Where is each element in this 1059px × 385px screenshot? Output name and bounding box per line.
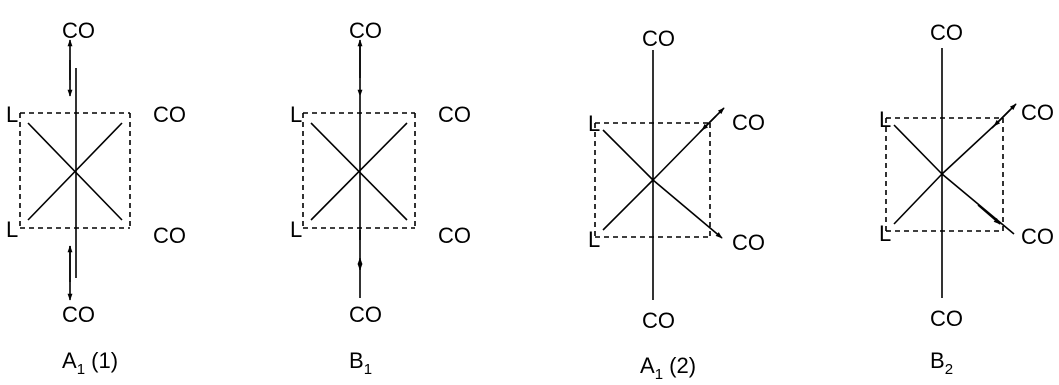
co-label: CO (438, 102, 471, 127)
co-label: CO (153, 102, 186, 127)
co-label: CO (930, 306, 963, 331)
co-label: CO (642, 308, 675, 333)
co-label: CO (349, 302, 382, 327)
mode-panel-a1-1: CO CO CO CO L L A1 (1) (6, 18, 186, 378)
diagonal-bond (602, 179, 654, 231)
mode-caption: B2 (930, 348, 953, 378)
co-label: CO (1021, 224, 1054, 249)
co-label: CO (732, 230, 765, 255)
l-label: L (6, 217, 18, 242)
vibration-arrow-in (701, 115, 717, 131)
diagonal-bond (27, 122, 123, 221)
vibration-arrow-out (652, 179, 723, 239)
mode-caption: B1 (349, 348, 372, 378)
co-label: CO (153, 223, 186, 248)
equatorial-bond (941, 121, 999, 175)
mode-panel-b1: CO CO CO CO L L B1 (290, 18, 471, 378)
co-label: CO (62, 302, 95, 327)
mode-caption: A1 (2) (640, 353, 696, 383)
l-label: L (290, 217, 302, 242)
l-label: L (588, 227, 600, 252)
equatorial-bond (652, 127, 705, 181)
diagonal-bond (602, 129, 654, 181)
l-label: L (879, 221, 891, 246)
diagonal-bond (893, 124, 943, 175)
co-label: CO (438, 223, 471, 248)
co-label: CO (349, 18, 382, 43)
co-label: CO (1021, 100, 1054, 125)
equatorial-bond (941, 173, 1015, 235)
mode-panel-b2: CO CO CO CO L L B2 (879, 20, 1054, 378)
mode-caption: A1 (1) (62, 348, 118, 378)
co-label: CO (62, 18, 95, 43)
l-label: L (588, 111, 600, 136)
co-label: CO (642, 26, 675, 51)
diagonal-bond (310, 122, 408, 221)
co-label: CO (732, 110, 765, 135)
diagonal-bond (893, 173, 943, 225)
l-label: L (290, 102, 302, 127)
mode-panel-a1-2: CO CO CO CO L L A1 (2) (588, 26, 765, 383)
l-label: L (879, 107, 891, 132)
co-label: CO (930, 20, 963, 45)
vibration-arrow-out (977, 204, 1001, 225)
vibration-arrow-in (993, 109, 1011, 127)
l-label: L (6, 102, 18, 127)
